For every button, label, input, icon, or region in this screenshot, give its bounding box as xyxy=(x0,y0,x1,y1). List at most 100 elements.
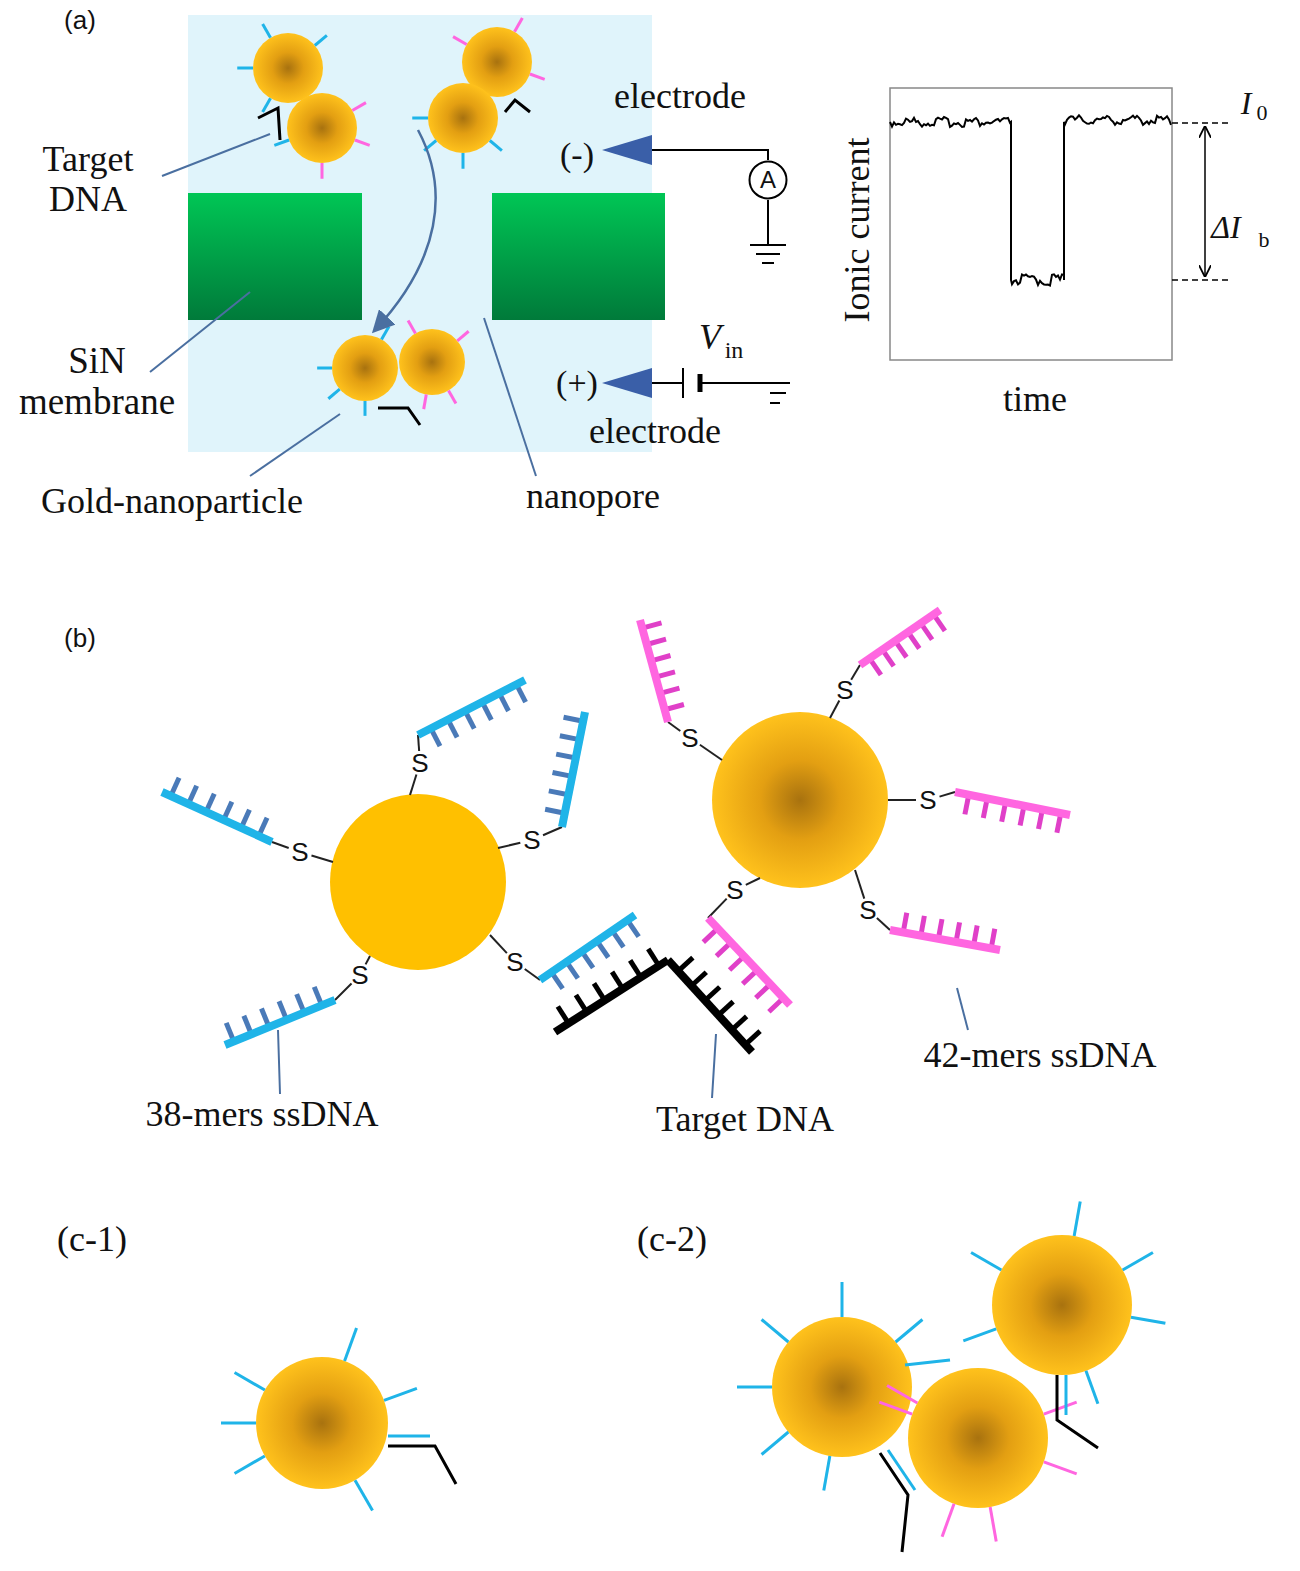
meter-letter: A xyxy=(760,166,776,194)
ssdna-probe xyxy=(235,1456,265,1474)
ssdna-probe xyxy=(824,1456,830,1490)
ammeter-symbol: A xyxy=(748,160,788,200)
ssdna-probe xyxy=(1086,1371,1098,1404)
gold-nanoparticle xyxy=(712,712,888,888)
ssdna-probe xyxy=(263,98,271,112)
ssdna-probe xyxy=(237,67,253,70)
target-dna xyxy=(378,408,420,425)
current-symbol: ΔI xyxy=(1211,210,1240,245)
sin-membrane xyxy=(492,193,665,320)
sulfur-atom: S xyxy=(726,876,743,905)
thiol-linker xyxy=(668,722,680,731)
gold-nanoparticle xyxy=(253,33,323,103)
panel-label: (c-2) xyxy=(637,1220,707,1260)
gold-nanoparticle xyxy=(428,83,498,153)
thiol-linker xyxy=(700,745,722,760)
ssdna-probe xyxy=(328,389,339,399)
ssdna-probe xyxy=(355,1480,373,1510)
part-label: Target DNA xyxy=(656,1100,834,1140)
ssdna-probe xyxy=(490,140,502,150)
thiol-linker xyxy=(708,899,727,918)
part-label: electrode xyxy=(589,412,721,452)
sulfur-atom: S xyxy=(411,749,428,778)
ssdna-probe xyxy=(887,1386,917,1404)
ssdna-probe xyxy=(1131,1317,1165,1323)
gold-nanoparticle xyxy=(399,329,465,395)
ssdna-probe xyxy=(317,367,332,370)
ssdna-probe xyxy=(388,1435,430,1438)
electrode-symbol xyxy=(602,368,652,398)
sulfur-atom: S xyxy=(523,826,540,855)
ssdna-probe xyxy=(424,394,427,409)
ssdna-probe xyxy=(515,18,523,32)
ssdna-probe xyxy=(640,620,684,722)
thiol-linker xyxy=(335,983,352,1000)
ssdna-probe xyxy=(890,913,1000,950)
ssdna-probe xyxy=(905,1360,950,1365)
thiol-linker xyxy=(311,855,333,862)
ssdna-probe xyxy=(462,153,465,169)
gold-nanoparticle xyxy=(256,1357,388,1489)
target-dna xyxy=(1057,1375,1098,1448)
gold-nanoparticle xyxy=(992,1235,1132,1375)
part-label: nanopore xyxy=(526,477,660,517)
axis-label: Ionic current xyxy=(838,138,878,323)
electrode-symbol xyxy=(602,135,652,165)
part-label: electrode xyxy=(614,77,746,117)
part-label: Target DNA xyxy=(13,140,163,219)
ssdna-probe xyxy=(990,1507,996,1541)
panel-label: (c-1) xyxy=(57,1220,127,1260)
gold-nanoparticle xyxy=(287,93,357,163)
current-trace xyxy=(890,115,1171,285)
polarity-sign: (-) xyxy=(560,136,594,173)
sin-membrane xyxy=(188,193,362,320)
ssdna-probe xyxy=(408,321,415,334)
voltage-symbol: V xyxy=(699,318,721,358)
target-dna xyxy=(880,1453,908,1552)
sulfur-atom: S xyxy=(859,896,876,925)
current-symbol: I xyxy=(1241,86,1252,121)
ssdna-probe xyxy=(971,1253,1001,1271)
leader-lines xyxy=(150,134,536,476)
ssdna-probe xyxy=(762,1432,789,1454)
ssdna-probe xyxy=(888,1450,915,1490)
part-label: SiN membrane xyxy=(3,341,191,422)
gold-nanoparticle xyxy=(330,794,506,970)
ssdna-probe xyxy=(1044,1462,1077,1474)
ssdna-probe xyxy=(355,140,370,145)
thiol-linker xyxy=(490,935,507,953)
part-label: 38-mers ssDNA xyxy=(146,1095,379,1135)
ssdna-probe xyxy=(545,712,585,827)
current-subscript: b xyxy=(1259,228,1270,252)
ssdna-probe xyxy=(453,37,467,45)
current-subscript: 0 xyxy=(1257,101,1268,125)
ssdna-probe xyxy=(345,1328,357,1361)
ssdna-probe xyxy=(896,1320,923,1342)
target-dna xyxy=(388,1446,456,1484)
ssdna-probe xyxy=(382,327,389,340)
panel-label: (a) xyxy=(64,6,96,35)
ssdna-probe xyxy=(1074,1202,1080,1236)
sulfur-atom: S xyxy=(351,961,368,990)
translocation-arrow xyxy=(375,130,436,330)
ssdna-probe xyxy=(860,610,945,675)
thiol-linker xyxy=(746,878,760,885)
ssdna-probe xyxy=(841,1282,844,1317)
ssdna-probe xyxy=(412,117,428,120)
target-dna xyxy=(555,949,668,1032)
ssdna-probe xyxy=(1044,1402,1077,1414)
polarity-sign: (+) xyxy=(556,364,598,401)
axis-label: time xyxy=(1003,380,1067,420)
dimension-lines xyxy=(1172,123,1232,280)
ssdna-probe xyxy=(418,680,526,746)
ssdna-probe xyxy=(162,778,272,842)
target-dna xyxy=(505,100,530,112)
gold-nanoparticle xyxy=(332,335,398,401)
ssdna-probe xyxy=(703,918,790,1012)
ssdna-probe xyxy=(274,140,289,145)
part-label: 42-mers ssDNA xyxy=(924,1036,1157,1076)
ssdna-probe xyxy=(352,103,366,111)
plot-frame xyxy=(890,88,1172,360)
ssdna-probe xyxy=(384,1388,417,1400)
